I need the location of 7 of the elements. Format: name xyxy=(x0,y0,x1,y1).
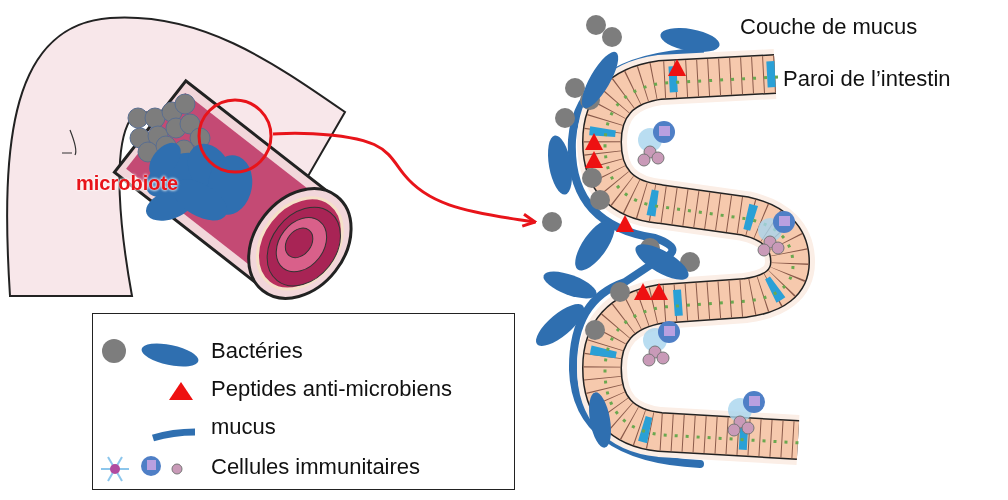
arrow xyxy=(272,131,537,228)
legend-label: Bactéries xyxy=(211,338,303,364)
legend-label: mucus xyxy=(211,414,276,440)
part-label: Couche de mucus xyxy=(740,14,918,40)
legend-label: Cellules immunitaires xyxy=(211,454,421,480)
legend-label: Peptides anti-microbiens xyxy=(211,376,452,402)
part-label: Paroi de l’intestin xyxy=(783,66,951,92)
